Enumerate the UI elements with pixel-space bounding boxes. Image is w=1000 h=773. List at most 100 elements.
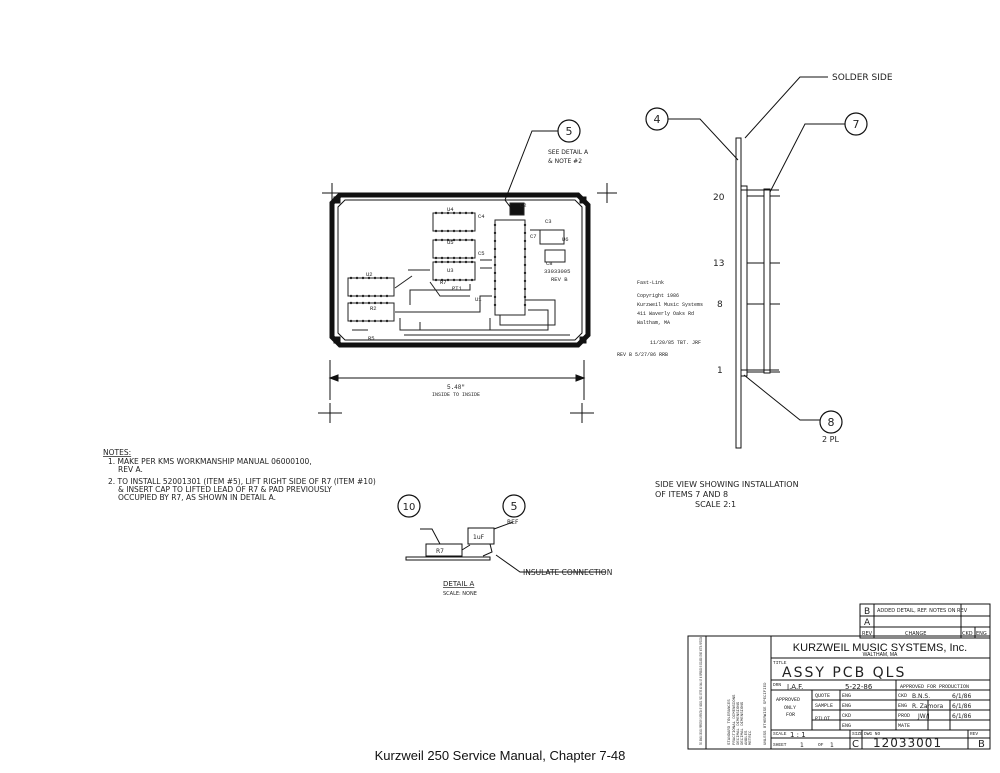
ckd-row: CKD xyxy=(898,693,907,699)
ref-u4: U4 xyxy=(447,206,454,213)
balloon-item-4: 4 xyxy=(645,107,669,131)
side-caption-1: SIDE VIEW SHOWING INSTALLATION xyxy=(655,480,799,489)
size-value: C xyxy=(852,739,859,750)
note-1-line-1: 1. MAKE PER KMS WORKMANSHIP MANUAL 06000… xyxy=(108,457,312,466)
revision-block-text: B A ADDED DETAIL, REF. NOTES ON REV REV … xyxy=(862,607,987,637)
balloon-item-10: 10 xyxy=(397,494,421,518)
quote-label: QUOTE xyxy=(815,693,830,699)
board-refdes: U4 C4 U5 C5 U3 C8 U6 C3 R7 PT1 U1 R5 U2 … xyxy=(366,202,570,342)
solder-side-label: SOLDER SIDE xyxy=(832,73,893,83)
ref-c3: C3 xyxy=(545,218,552,225)
drawing-title: ASSY PCB QLS xyxy=(782,665,906,681)
ic-u2b xyxy=(347,302,395,322)
pilot-label: PILOT xyxy=(815,716,830,722)
balloon-item-7: 7 xyxy=(844,112,868,136)
cap-c8 xyxy=(544,249,566,263)
tol-unless: UNLESS OTHERWISE SPECIFIED xyxy=(764,682,768,745)
balloon-5-label: 5 xyxy=(566,125,573,138)
ref-u6: U6 xyxy=(562,236,569,243)
rev-col-eng: ENG xyxy=(976,631,987,637)
sample-eng: ENG xyxy=(842,703,851,709)
ref-r5: R5 xyxy=(368,335,375,342)
balloon-5-detail-label: 5 xyxy=(511,500,518,513)
side-view-labels: SOLDER SIDE 20 13 8 1 2 PL SIDE VIEW SHO… xyxy=(655,73,893,509)
pin-1: 1 xyxy=(717,366,723,376)
balloon-4-label: 4 xyxy=(654,113,661,126)
rev-label: REV xyxy=(970,731,978,737)
ic-u1 xyxy=(494,219,526,316)
drn-label: DRN xyxy=(773,682,781,688)
eng-date: 6/1/86 xyxy=(952,703,971,710)
copyright-city: Waltham, MA xyxy=(637,320,670,326)
mate-row: MATE xyxy=(898,723,910,729)
tol-decimal-2: DECIMAL DIMENSIONS xyxy=(741,701,745,745)
dimension-subtext: INSIDE TO INSIDE xyxy=(432,392,480,398)
detail-ref: REF xyxy=(507,519,519,526)
qty-2pl: 2 PL xyxy=(822,435,839,444)
tol-metric: METRIC xyxy=(749,730,753,745)
rev-col-ckd: CKD xyxy=(962,631,973,637)
copyright-rev-a: 11/20/85 TBT. JRF xyxy=(650,340,701,346)
scale-label: SCALE xyxy=(773,731,787,737)
title-block-text: KURZWEIL MUSIC SYSTEMS, Inc. WALTHAM, MA… xyxy=(699,637,985,750)
note-2-line-2: & INSERT CAP TO LIFTED LEAD OF R7 & PAD … xyxy=(118,485,332,494)
pin-8: 8 xyxy=(717,300,723,310)
only-label: ONLY xyxy=(784,705,796,711)
proprietary-notice: THIS DRAWING CONTAINS PROPRIETARY INFORM… xyxy=(699,637,703,745)
size-label: SIZE xyxy=(852,731,863,737)
rev-col-rev: REV xyxy=(862,631,873,637)
ref-c8: C8 xyxy=(546,260,553,267)
see-note-2: & NOTE #2 xyxy=(548,158,582,165)
side-ic-body xyxy=(763,188,771,374)
ref-c7: C7 xyxy=(530,233,537,240)
company-city: WALTHAM, MA xyxy=(863,652,898,658)
copyright-block: Fast-Link Copyright 1986 Kurzweil Music … xyxy=(617,280,703,358)
prod-signature: JW/J xyxy=(917,713,930,720)
dimension-value: 5.48" xyxy=(447,384,465,391)
side-socket xyxy=(740,185,748,377)
detail-insulate: INSULATE CONNECTION xyxy=(523,568,612,577)
page-caption: Kurzweil 250 Service Manual, Chapter 7-4… xyxy=(374,748,626,763)
board-components xyxy=(347,202,570,336)
fast-link: Fast-Link xyxy=(637,280,664,286)
detail-scale: SCALE: NONE xyxy=(443,591,477,597)
sheet-value: 1 xyxy=(800,742,804,749)
side-view xyxy=(668,76,845,449)
ref-pt: PT1 xyxy=(452,285,463,292)
note-2-line-3: OCCUPIED BY R7, AS SHOWN IN DETAIL A. xyxy=(118,493,276,502)
quote-eng: ENG xyxy=(842,693,851,699)
balloon-10-label: 10 xyxy=(403,502,416,513)
detail-a xyxy=(405,521,606,573)
tolerances-column: STANDARD TOLERANCES FRACTIONAL DIMENSION… xyxy=(728,682,768,745)
notes-heading: NOTES: xyxy=(103,448,131,457)
balloon-item-5-detail: 5 xyxy=(502,494,526,518)
detail-cap xyxy=(467,527,495,545)
ref-r2: R2 xyxy=(370,305,377,312)
ref-c2: C2 xyxy=(520,202,527,209)
dimension-548 xyxy=(328,360,586,400)
board-rev: REV B xyxy=(551,276,568,283)
eng-row: ENG xyxy=(898,703,907,709)
proprietary-text: THIS DRAWING CONTAINS PROPRIETARY INFORM… xyxy=(699,637,703,745)
pin-13: 13 xyxy=(713,259,724,269)
sample-label: SAMPLE xyxy=(815,703,833,709)
pilot-eng: ENG xyxy=(842,723,851,729)
balloon-item-8: 8 xyxy=(819,410,843,434)
ic-u2 xyxy=(347,277,395,297)
balloon-8-label: 8 xyxy=(828,416,835,429)
tolerances-heading: STANDARD TOLERANCES xyxy=(728,699,732,745)
see-detail-a: SEE DETAIL A xyxy=(548,149,589,156)
approved-label: APPROVED xyxy=(776,697,800,703)
tol-fractional: FRACTIONAL DIMENSIONS xyxy=(733,694,737,745)
title-block xyxy=(687,635,991,750)
rev-a-letter: A xyxy=(864,618,871,628)
ref-u5: U5 xyxy=(447,239,454,246)
balloon-7-label: 7 xyxy=(853,118,860,131)
note-1-line-2: REV A. xyxy=(118,465,143,474)
prod-date: 6/1/86 xyxy=(952,713,971,720)
side-caption-2: OF ITEMS 7 AND 8 xyxy=(655,490,728,499)
pilot-ckd: CKD xyxy=(842,713,851,719)
ref-c5: C5 xyxy=(478,250,485,257)
side-caption-3: SCALE 2:1 xyxy=(695,500,736,509)
